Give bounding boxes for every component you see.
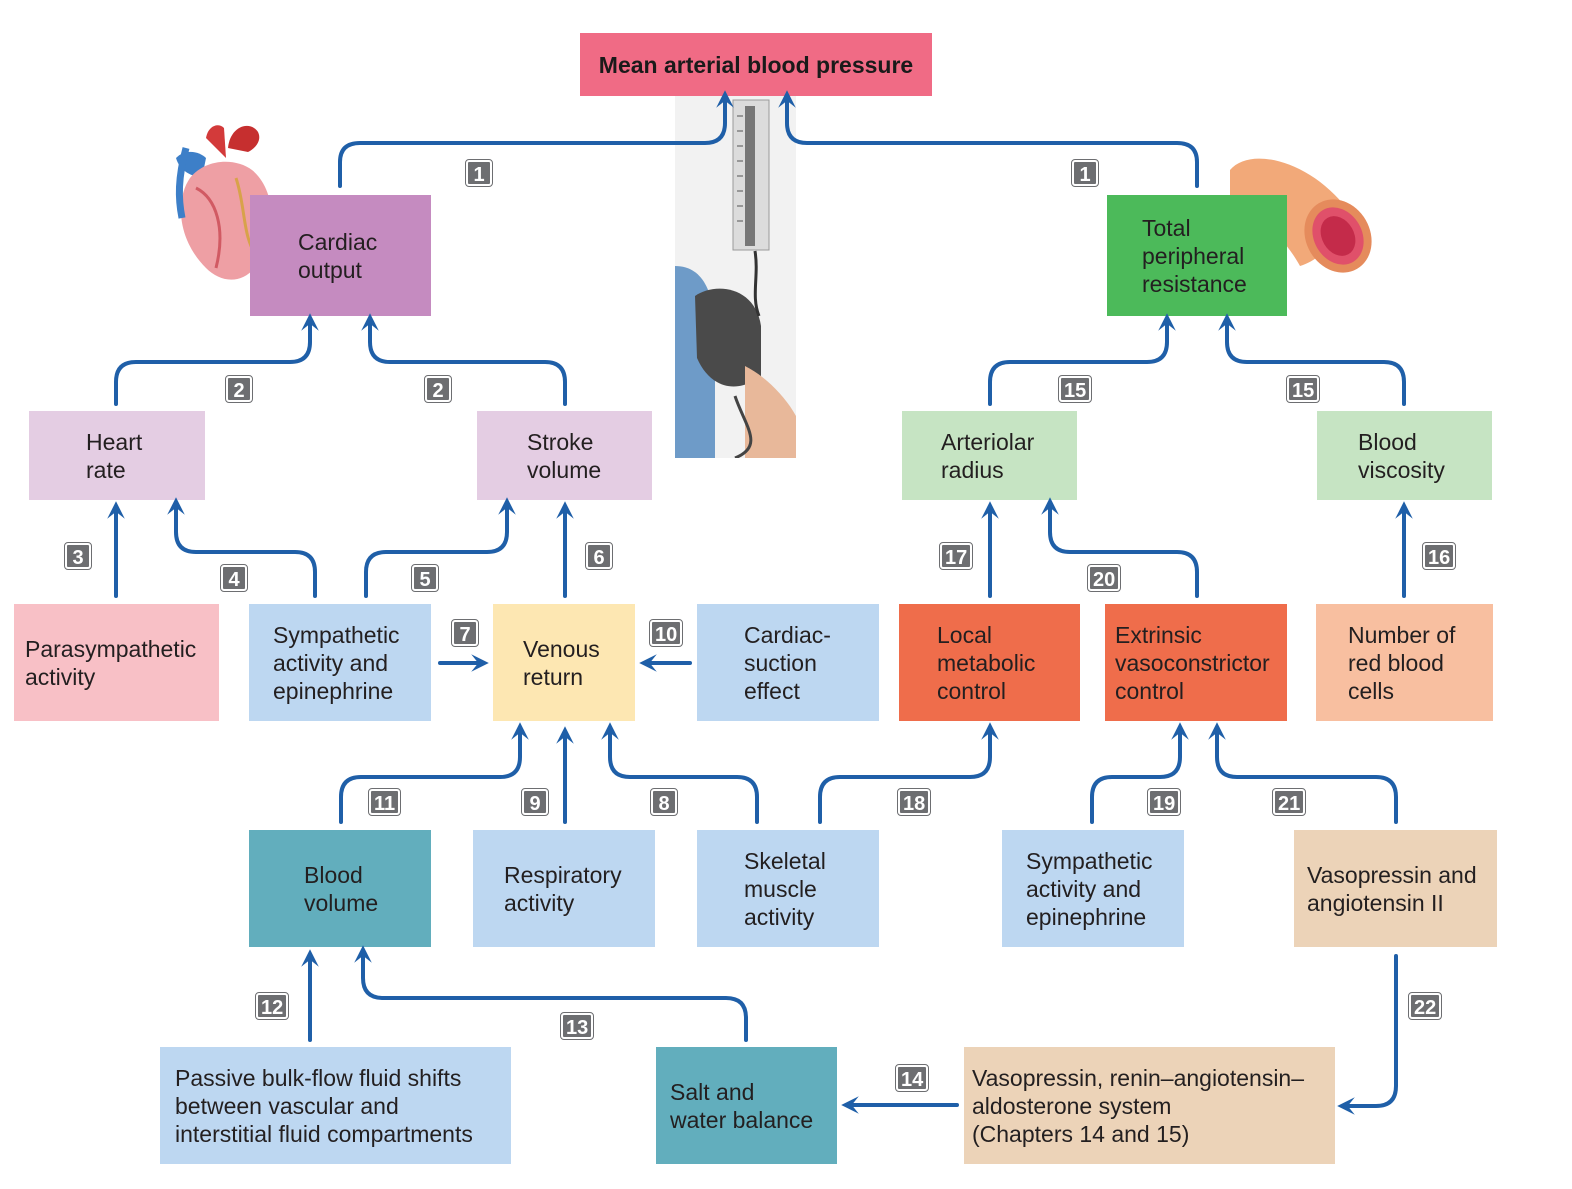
total-peripheral-resistance-label: Total peripheral resistance: [1142, 214, 1247, 297]
blood-volume-box: Blood volume: [249, 830, 431, 947]
stroke-volume-label: Stroke volume: [527, 428, 602, 483]
respiratory-activity-box: Respiratory activity: [473, 830, 655, 947]
red-blood-cells-box: Number of red blood cells: [1316, 604, 1493, 721]
arrow-skeletal-to-local-metabolic: [818, 722, 999, 824]
step-badge-21: 21: [1271, 788, 1307, 816]
arrow-blood-viscosity-to-tpr: [1218, 313, 1406, 406]
sympathetic-activity-vascular-box: Sympathetic activity and epinephrine: [1002, 830, 1184, 947]
mean-arterial-pressure-box: Mean arterial blood pressure: [580, 33, 932, 96]
step-badge-6: 6: [585, 542, 613, 570]
step-badge-8: 8: [650, 788, 678, 816]
red-blood-cells-label: Number of red blood cells: [1348, 621, 1456, 704]
step-badge-2: 2: [225, 375, 253, 403]
step-badge-12: 12: [254, 992, 290, 1020]
step-badge-2: 2: [424, 375, 452, 403]
passive-bulk-flow-box: Passive bulk-flow fluid shifts between v…: [160, 1047, 511, 1164]
sympathetic-activity-cardiac-box: Sympathetic activity and epinephrine: [249, 604, 431, 721]
step-badge-14: 14: [894, 1064, 930, 1092]
blood-volume-label: Blood volume: [304, 861, 379, 916]
vasopressin-angiotensin-label: Vasopressin and angiotensin II: [1307, 861, 1477, 916]
passive-bulk-flow-label: Passive bulk-flow fluid shifts between v…: [175, 1064, 473, 1147]
parasympathetic-activity-box: Parasympathetic activity: [14, 604, 219, 721]
arrow-sympathetic-to-extrinsic: [1090, 722, 1189, 824]
step-badge-7: 7: [451, 619, 479, 647]
step-badge-16: 16: [1421, 542, 1457, 570]
blood-vessel-icon: [1230, 158, 1372, 273]
step-badge-4: 4: [220, 564, 248, 592]
arrow-stroke-volume-to-cardiac-output: [361, 313, 567, 406]
local-metabolic-control-box: Local metabolic control: [899, 604, 1080, 721]
extrinsic-vasoconstrictor-control-box: Extrinsic vasoconstrictor control: [1105, 604, 1287, 721]
extrinsic-vasoconstrictor-control-label: Extrinsic vasoconstrictor control: [1115, 621, 1270, 704]
arrow-sympathetic-to-stroke-volume: [364, 497, 516, 598]
blood-viscosity-box: Blood viscosity: [1317, 411, 1492, 500]
step-badge-9: 9: [521, 788, 549, 816]
skeletal-muscle-activity-box: Skeletal muscle activity: [697, 830, 879, 947]
raas-box: Vasopressin, renin–angiotensin– aldoster…: [964, 1047, 1335, 1164]
heart-rate-label: Heart rate: [86, 428, 143, 483]
step-badge-3: 3: [64, 542, 92, 570]
venous-return-label: Venous return: [523, 635, 600, 690]
cardiac-suction-effect-label: Cardiac- suction effect: [744, 621, 831, 704]
parasympathetic-activity-label: Parasympathetic activity: [25, 635, 197, 690]
blood-viscosity-label: Blood viscosity: [1358, 428, 1445, 483]
arrow-vasopressin-to-raas: [1337, 954, 1398, 1115]
step-badge-18: 18: [896, 788, 932, 816]
skeletal-muscle-activity-label: Skeletal muscle activity: [744, 847, 826, 930]
salt-water-balance-label: Salt and water balance: [670, 1078, 814, 1133]
arteriolar-radius-label: Arteriolar radius: [941, 428, 1035, 483]
arteriolar-radius-box: Arteriolar radius: [902, 411, 1077, 500]
blood-pressure-cuff-icon: [675, 96, 796, 458]
cardiac-output-box: Cardiac output: [250, 195, 431, 316]
step-badge-17: 17: [938, 542, 974, 570]
step-badge-13: 13: [559, 1012, 595, 1040]
sympathetic-activity-cardiac-label: Sympathetic activity and epinephrine: [273, 621, 400, 704]
raas-label: Vasopressin, renin–angiotensin– aldoster…: [972, 1064, 1305, 1147]
local-metabolic-control-label: Local metabolic control: [937, 621, 1036, 704]
step-badge-1: 1: [465, 159, 493, 187]
step-badge-5: 5: [411, 564, 439, 592]
heart-rate-box: Heart rate: [29, 411, 205, 500]
stroke-volume-box: Stroke volume: [477, 411, 652, 500]
respiratory-activity-label: Respiratory activity: [504, 861, 622, 916]
arrow-tpr-to-map: [778, 90, 1199, 188]
step-badge-1: 1: [1071, 159, 1099, 187]
arrow-cardiac-output-to-map: [338, 90, 734, 188]
total-peripheral-resistance-box: Total peripheral resistance: [1107, 195, 1287, 316]
arrow-arteriolar-radius-to-tpr: [988, 313, 1176, 406]
venous-return-box: Venous return: [493, 604, 635, 721]
cardiac-output-label: Cardiac output: [298, 228, 378, 283]
step-badge-19: 19: [1146, 788, 1182, 816]
vasopressin-angiotensin-box: Vasopressin and angiotensin II: [1294, 830, 1497, 947]
arrow-extrinsic-to-arteriolar-radius: [1041, 497, 1199, 598]
arrow-sympathetic-to-heart-rate: [167, 497, 317, 598]
salt-water-balance-box: Salt and water balance: [656, 1047, 837, 1164]
step-badge-20: 20: [1086, 564, 1122, 592]
mean-arterial-pressure-label: Mean arterial blood pressure: [598, 51, 914, 78]
arrow-vasopressin-to-extrinsic: [1208, 722, 1398, 824]
step-badge-22: 22: [1407, 992, 1443, 1020]
arrow-blood-volume-to-venous-return: [339, 722, 529, 824]
arrow-heart-rate-to-cardiac-output: [114, 313, 319, 406]
heart-icon: [175, 125, 272, 280]
step-badge-15: 15: [1285, 375, 1321, 403]
step-badge-10: 10: [648, 619, 684, 647]
cardiac-suction-effect-box: Cardiac- suction effect: [697, 604, 879, 721]
arrow-skeletal-to-venous-return: [601, 722, 759, 824]
step-badge-11: 11: [367, 788, 402, 816]
arrow-salt-water-to-blood-volume: [354, 945, 748, 1042]
sympathetic-activity-vascular-label: Sympathetic activity and epinephrine: [1026, 847, 1153, 930]
step-badge-15: 15: [1057, 375, 1093, 403]
